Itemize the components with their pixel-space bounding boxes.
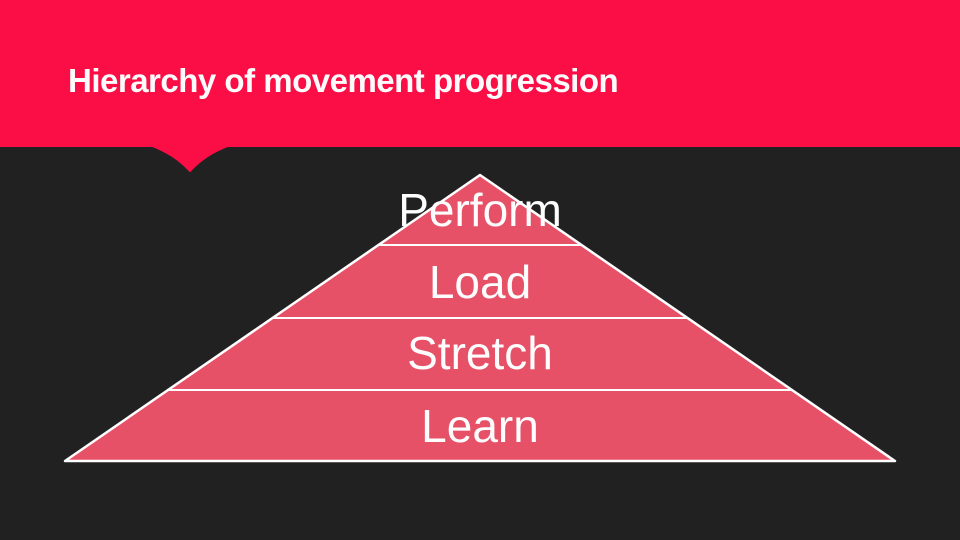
slide-title: Hierarchy of movement progression (68, 62, 619, 99)
pyramid-level-label-learn: Learn (421, 400, 539, 452)
pyramid-level-label-perform: Perform (398, 184, 562, 236)
title-banner (0, 0, 960, 147)
pyramid-level-label-stretch: Stretch (407, 327, 553, 379)
pyramid-level-label-load: Load (428, 256, 532, 308)
